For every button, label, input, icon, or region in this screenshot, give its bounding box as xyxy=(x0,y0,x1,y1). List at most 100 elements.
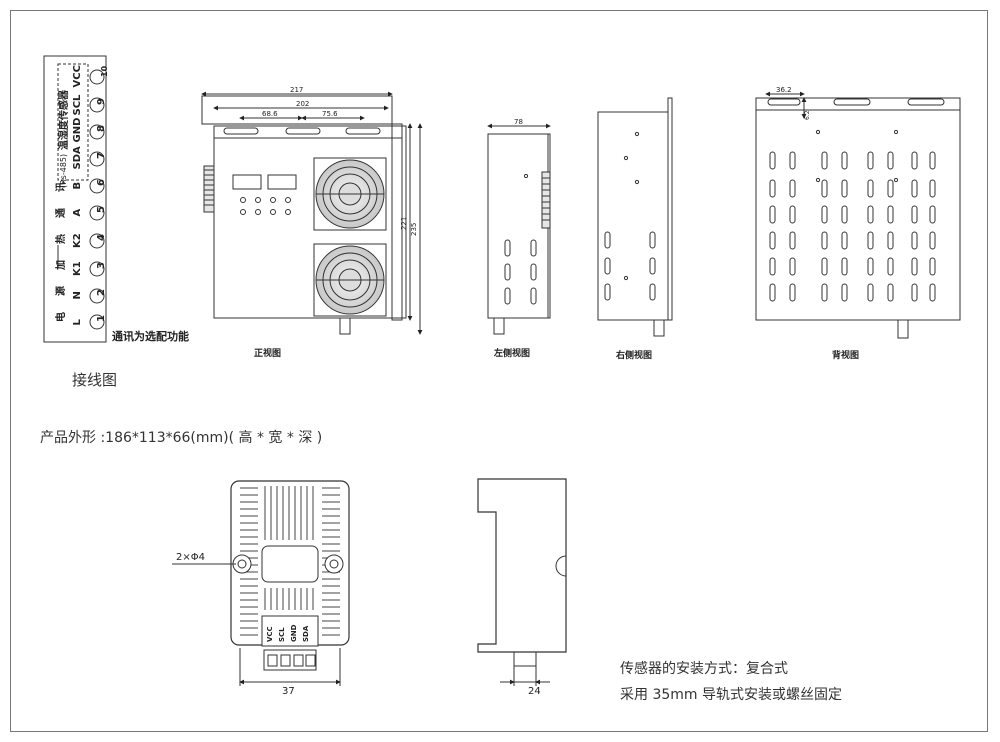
comm-label-1: 通 xyxy=(55,208,67,218)
terminal-number: 1 xyxy=(96,315,107,322)
back-view: 36.2 6.2 背视图 xyxy=(755,86,961,361)
terminal-label: K2 xyxy=(72,233,83,248)
right-side-view: 右侧视图 xyxy=(597,97,673,361)
terminal-label: A xyxy=(72,209,83,217)
vent-slot xyxy=(867,179,874,198)
vent-slot xyxy=(821,231,828,250)
terminal-number: 7 xyxy=(96,152,107,159)
vent-slot xyxy=(769,179,776,198)
sensor-side-view: 24 xyxy=(477,478,567,697)
terminal-circle xyxy=(89,97,105,113)
terminal-number: 3 xyxy=(96,262,107,269)
dim-202: 202 xyxy=(296,100,309,108)
dim-75-6: 75.6 xyxy=(322,110,338,118)
vent-slot xyxy=(867,283,874,302)
vent-slot xyxy=(929,151,936,170)
back-view-label: 背视图 xyxy=(832,349,859,361)
terminal-label: K1 xyxy=(72,261,83,276)
vent-slot xyxy=(867,151,874,170)
terminal-circle xyxy=(89,69,105,85)
vent-slot xyxy=(887,205,894,224)
vent-slot xyxy=(841,205,848,224)
sensor-pin-label: SDA xyxy=(302,625,310,642)
comm-label-2: 讯 xyxy=(54,182,67,192)
terminal-circle xyxy=(89,233,105,249)
vent-slot xyxy=(789,205,796,224)
vent-slot xyxy=(769,283,776,302)
vent-slot xyxy=(911,205,918,224)
dim-78: 78 xyxy=(514,118,523,126)
vent-slot xyxy=(929,179,936,198)
vent-slot xyxy=(769,151,776,170)
vent-slot xyxy=(929,205,936,224)
vent-slot xyxy=(789,151,796,170)
left-view-label: 左侧视图 xyxy=(493,347,530,359)
vent-slot xyxy=(789,257,796,276)
vent-slot xyxy=(929,231,936,250)
dim-36-2: 36.2 xyxy=(776,86,792,94)
right-view-label: 右侧视图 xyxy=(615,349,652,361)
vent-slot xyxy=(929,283,936,302)
vent-slot xyxy=(911,231,918,250)
terminal-number: 6 xyxy=(96,179,107,186)
sensor-pin-label: GND xyxy=(290,624,298,642)
mount-method-line2: 采用 35mm 导轨式安装或螺丝固定 xyxy=(620,687,842,703)
vent-slot xyxy=(911,283,918,302)
terminal-label: SDA xyxy=(72,146,83,170)
dim-68-6: 68.6 xyxy=(262,110,278,118)
fan-icon xyxy=(313,243,387,317)
rs485-label: (Rs-485) xyxy=(59,154,68,188)
heat-label-1: 加 xyxy=(54,260,67,271)
terminal-circle xyxy=(89,205,105,221)
vent-slot xyxy=(887,283,894,302)
heat-label-2: 热 xyxy=(54,234,67,244)
terminal-circle xyxy=(89,151,105,167)
terminal-number: 2 xyxy=(96,289,107,296)
vent-slot xyxy=(769,231,776,250)
vent-slot xyxy=(887,257,894,276)
terminal-circle xyxy=(89,288,105,304)
vent-slot xyxy=(887,151,894,170)
terminal-number: 5 xyxy=(96,206,107,213)
dim-235: 235 xyxy=(410,223,418,236)
hole-dimension: 2×Φ4 xyxy=(176,552,205,563)
terminal-label: SCL xyxy=(72,94,83,116)
terminal-circle xyxy=(89,261,105,277)
vent-slot xyxy=(769,257,776,276)
vent-slot xyxy=(821,179,828,198)
fan-icon xyxy=(313,157,387,231)
dim-6-2: 6.2 xyxy=(804,110,811,120)
dim-221: 221 xyxy=(400,217,408,230)
dim-24: 24 xyxy=(528,686,541,697)
vent-slot xyxy=(821,257,828,276)
vent-slot xyxy=(911,179,918,198)
terminal-number: 9 xyxy=(96,98,107,105)
vent-slot xyxy=(887,231,894,250)
vent-slot xyxy=(841,283,848,302)
vent-slot xyxy=(841,257,848,276)
product-size-text: 产品外形 :186*113*66(mm)( 高 * 宽 * 深 ) xyxy=(40,430,323,446)
vent-slot xyxy=(841,179,848,198)
vent-slot xyxy=(769,205,776,224)
vent-slot xyxy=(789,231,796,250)
vent-slot xyxy=(911,257,918,276)
power-label-2: 源 xyxy=(54,286,67,296)
left-side-view: 78 左侧视图 xyxy=(487,118,551,359)
terminal-label: VCC xyxy=(72,65,83,87)
terminal-circle xyxy=(89,314,105,330)
vent-slot xyxy=(821,205,828,224)
dim-37: 37 xyxy=(282,686,295,697)
vent-slot xyxy=(867,257,874,276)
terminal-label: GND xyxy=(72,118,83,143)
terminal-label: N xyxy=(72,291,83,299)
vent-slot xyxy=(887,179,894,198)
sensor-pin-label: SCL xyxy=(278,627,286,642)
vent-slot xyxy=(911,151,918,170)
vent-slot xyxy=(841,231,848,250)
front-view-label: 正视图 xyxy=(254,347,281,359)
vent-slot xyxy=(929,257,936,276)
terminal-number: 10 xyxy=(100,65,109,77)
dim-217: 217 xyxy=(290,86,303,94)
